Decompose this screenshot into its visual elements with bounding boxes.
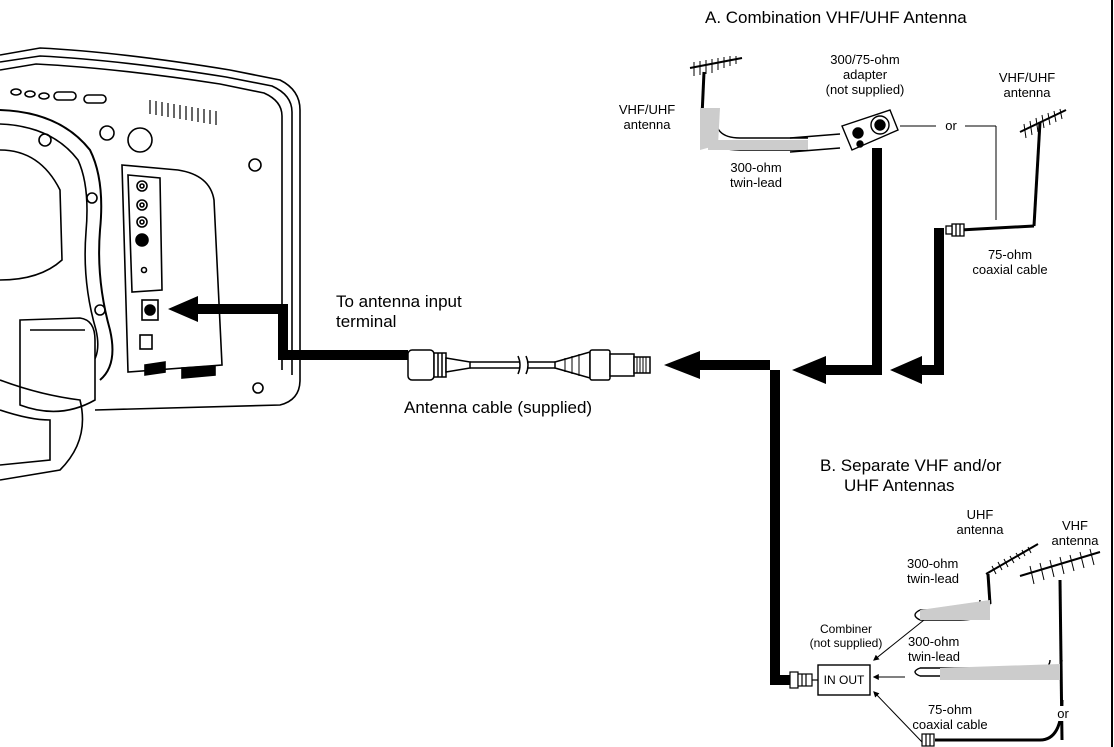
arrow-to-cable <box>700 360 780 685</box>
twin-lead-a-label: 300-ohm twin-lead <box>716 160 796 190</box>
label-line: 75-ohm <box>927 702 973 717</box>
arrow-from-coax <box>920 228 944 375</box>
label-line: 300/75-ohm <box>830 52 900 67</box>
label-line: coaxial cable <box>912 717 988 732</box>
vhf-uhf-antenna-right <box>959 108 1067 232</box>
right-border <box>1111 0 1113 747</box>
or-label-a: or <box>945 118 957 133</box>
vhf-uhf-antenna-right-label: VHF/UHF antenna <box>990 70 1064 100</box>
or-label-b: or <box>1052 706 1074 721</box>
label-line: VHF/UHF <box>998 70 1056 85</box>
section-b-title: B. Separate VHF and/or UHF Antennas <box>820 456 1001 496</box>
label-line: 300-ohm <box>730 160 782 175</box>
arrowhead-cable <box>664 351 700 379</box>
label-line: antenna <box>1051 533 1099 548</box>
vhf-antenna-label: VHF antenna <box>1040 518 1110 548</box>
label-line: UHF Antennas <box>844 476 955 495</box>
section-a-title: A. Combination VHF/UHF Antenna <box>705 8 967 27</box>
label-line: twin-lead <box>907 571 960 586</box>
arrowhead-tv <box>168 296 198 322</box>
antenna-cable-label: Antenna cable (supplied) <box>404 398 593 417</box>
label-line: VHF/UHF <box>618 102 676 117</box>
label-line: To antenna input <box>336 292 462 311</box>
tv-set-illustration <box>0 47 301 481</box>
label-line: twin-lead <box>908 649 961 664</box>
label-line: adapter <box>842 67 888 82</box>
arrow-from-adapter <box>825 148 882 375</box>
label-line: B. Separate VHF and/or <box>820 456 1002 475</box>
twin-lead-b1-label: 300-ohm twin-lead <box>907 556 959 586</box>
signal-path-arrows <box>168 148 944 685</box>
combiner-box-label: IN OUT <box>823 673 865 687</box>
coax-b-label: 75-ohm coaxial cable <box>902 702 998 732</box>
label-line: UHF <box>966 507 994 522</box>
adapter-label: 300/75-ohm adapter (not supplied) <box>815 52 915 97</box>
coax-a-label: 75-ohm coaxial cable <box>960 247 1060 277</box>
label-line: 300-ohm <box>908 634 960 649</box>
label-line: antenna <box>1003 85 1051 100</box>
label-line: antenna <box>956 522 1004 537</box>
label-line: (not supplied) <box>809 636 883 650</box>
section-a-illustration <box>689 56 1067 237</box>
to-terminal-label: To antenna input terminal <box>336 292 462 332</box>
arrowhead-adapter <box>792 356 826 384</box>
vhf-uhf-antenna-left-label: VHF/UHF antenna <box>610 102 684 132</box>
label-line: terminal <box>336 312 397 331</box>
combiner-box <box>817 664 871 696</box>
label-line: antenna <box>623 117 671 132</box>
twin-lead-b2-label: 300-ohm twin-lead <box>908 634 960 664</box>
arrowhead-coax <box>890 356 922 384</box>
antenna-cable-illustration <box>407 349 651 381</box>
label-line: 300-ohm <box>907 556 959 571</box>
coax-connector-a <box>945 223 965 237</box>
adapter-device <box>841 109 899 151</box>
label-line: coaxial cable <box>972 262 1048 277</box>
uhf-antenna <box>985 543 1039 605</box>
label-line: Combiner <box>819 622 873 636</box>
uhf-antenna-label: UHF antenna <box>940 507 1020 537</box>
label-line: VHF <box>1062 518 1088 533</box>
combiner-label: Combiner (not supplied) <box>798 622 894 650</box>
label-line: 75-ohm <box>987 247 1033 262</box>
label-line: (not supplied) <box>825 82 905 97</box>
arrow-to-tv-terminal <box>196 304 408 360</box>
vhf-uhf-antenna-left <box>689 56 743 117</box>
label-line: twin-lead <box>729 175 783 190</box>
